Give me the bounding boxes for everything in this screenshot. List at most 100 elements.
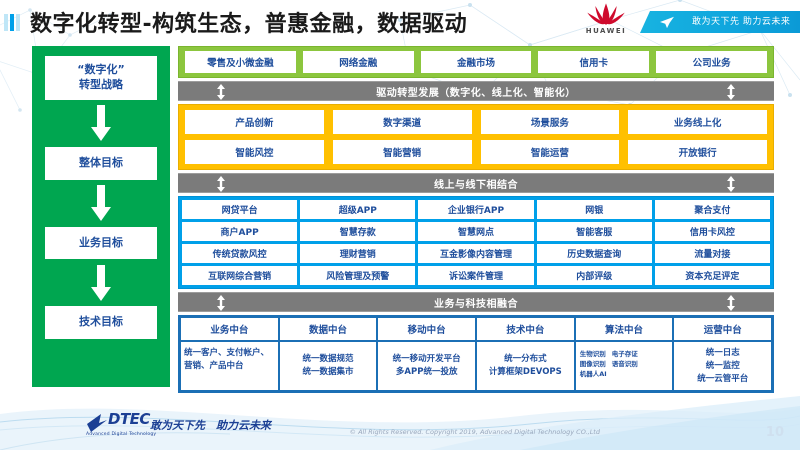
application-cell[interactable]: 企业银行APP	[418, 200, 534, 219]
application-cell[interactable]: 智能客服	[536, 222, 652, 241]
up-down-arrow-icon	[727, 176, 735, 192]
platform-title: 业务中台	[181, 318, 278, 342]
application-cell[interactable]: 历史数据查询	[536, 244, 652, 263]
dtec-subtitle: Advanced Digital Technology	[86, 432, 157, 437]
application-cell[interactable]: 网银	[536, 200, 652, 219]
platform-body-line: 统一分布式	[504, 354, 547, 365]
platform-title: 移动中台	[378, 318, 476, 342]
application-cell[interactable]: 智慧存款	[300, 222, 416, 241]
up-down-arrow-icon	[727, 295, 735, 311]
up-down-arrow-icon	[727, 84, 735, 100]
application-cell[interactable]: 网贷平台	[182, 200, 298, 219]
platform-column-business[interactable]: 业务中台 统一客户、支付帐户、营销、产品中台	[181, 318, 280, 391]
platform-body-line: 统一移动开发平台	[392, 354, 461, 365]
platform-title: 技术中台	[477, 318, 574, 342]
huawei-logo: HUAWEI	[578, 2, 634, 42]
capabilities-row-2: 智能风控 智能营销 智能运营 开放银行	[185, 140, 767, 164]
copyright-text: © All Rights Reserved. Copyright 2019, A…	[349, 428, 600, 436]
application-cell[interactable]: 信用卡风控	[654, 222, 771, 241]
application-cell[interactable]: 超级APP	[300, 200, 416, 219]
platform-column-algorithm[interactable]: 算法中台 生物识别 电子存证 图像识别 语音识别 机器人AI	[575, 318, 675, 391]
up-down-arrow-icon	[217, 176, 225, 192]
strategy-step-digital-line1: “数字化”	[77, 63, 125, 76]
application-cell[interactable]: 诉讼案件管理	[418, 266, 534, 285]
application-cell[interactable]: 资本充足评定	[654, 266, 771, 285]
up-down-arrow-icon	[217, 295, 225, 311]
strategy-step-business: 业务目标	[45, 226, 157, 260]
platform-body-line: 生物识别 电子存证	[580, 349, 670, 359]
strategy-step-digital-line2: 转型战略	[79, 77, 123, 91]
dtec-logo-icon	[87, 414, 107, 432]
platform-body-line: 统一云管平台	[697, 373, 749, 384]
connector-band-label: 业务与科技相融合	[434, 298, 518, 310]
capability-cell[interactable]: 智能运营	[480, 140, 620, 164]
flow-arrow-1-icon	[45, 100, 157, 147]
platform-body-line: 统一日志	[705, 348, 740, 358]
platform-body: 统一客户、支付帐户、营销、产品中台	[184, 348, 270, 371]
platform-tag: 机器人AI	[579, 370, 607, 379]
platform-body: 统一移动开发平台 多APP统一投放	[378, 342, 475, 390]
application-cell[interactable]: 理财营销	[300, 244, 416, 263]
capability-cell[interactable]: 智能营销	[332, 140, 472, 164]
up-down-arrow-icon	[217, 84, 225, 100]
platform-column-operations[interactable]: 运营中台 统一日志 统一监控 统一云管平台	[674, 318, 772, 390]
platform-title: 数据中台	[279, 318, 377, 342]
platform-title: 运营中台	[674, 318, 772, 342]
platform-column-mobile[interactable]: 移动中台 统一移动开发平台 多APP统一投放	[378, 318, 478, 391]
flow-arrow-3-icon	[45, 259, 157, 306]
business-lines-row: 零售及小微金融 网络金融 金融市场 信用卡 公司业务	[178, 46, 774, 78]
platform-tag: 语音识别	[611, 360, 638, 369]
platform-body-line: 计算框架DEVOPS	[488, 367, 562, 378]
applications-row: 互联网综合营销 风险管理及预警 诉讼案件管理 内部评级 资本充足评定	[182, 266, 771, 285]
huawei-wordmark: HUAWEI	[585, 27, 627, 35]
connector-band-label: 驱动转型发展（数字化、线上化、智能化）	[376, 87, 576, 99]
platform-body: 统一数据规范 统一数据集市	[280, 342, 377, 390]
application-cell[interactable]: 互金影像内容管理	[418, 244, 534, 263]
capability-cell[interactable]: 开放银行	[628, 140, 767, 164]
platform-tag: 电子存证	[611, 350, 638, 358]
connector-band-business-tech-fusion: 业务与科技相融合	[178, 292, 774, 312]
business-line-cell[interactable]: 金融市场	[420, 51, 532, 73]
application-cell[interactable]: 商户APP	[182, 222, 298, 241]
architecture-stack: 零售及小微金融 网络金融 金融市场 信用卡 公司业务 驱动转型发展（数字化、线上…	[178, 46, 774, 394]
business-line-cell[interactable]: 网络金融	[302, 51, 414, 73]
platform-body-line: 机器人AI	[580, 369, 670, 379]
strategy-step-digital: “数字化” 转型战略	[45, 56, 157, 100]
huawei-flower-icon	[587, 3, 625, 25]
strategy-flow-panel: “数字化” 转型战略 整体目标 业务目标 技术目标	[32, 46, 170, 387]
slide-header: 数字化转型-构筑生态，普惠金融，数据驱动 HUAWEI 敢为天下先 助力云未来	[0, 0, 800, 42]
business-line-cell[interactable]: 零售及小微金融	[185, 51, 296, 73]
footer-slogan: 敢为天下先 助力云未来	[150, 419, 271, 432]
business-line-cell[interactable]: 公司业务	[656, 51, 767, 73]
dtec-wordmark: DTEC	[108, 410, 150, 428]
capability-cell[interactable]: 场景服务	[480, 110, 620, 134]
business-line-cell[interactable]: 信用卡	[538, 51, 650, 73]
application-cell[interactable]: 聚合支付	[654, 200, 771, 219]
platform-body: 生物识别 电子存证 图像识别 语音识别 机器人AI	[576, 342, 673, 390]
capability-cell[interactable]: 数字渠道	[332, 110, 472, 134]
connector-band-online-offline: 线上与线下相结合	[178, 173, 774, 193]
application-cell[interactable]: 互联网综合营销	[182, 266, 298, 285]
application-cell[interactable]: 传统贷款风控	[182, 244, 298, 263]
platform-tag: 图像识别	[579, 360, 606, 369]
platform-column-technology[interactable]: 技术中台 统一分布式 计算框架DEVOPS	[477, 318, 576, 391]
platform-body: 统一日志 统一监控 统一云管平台	[674, 342, 771, 390]
application-cell[interactable]: 流量对接	[654, 244, 771, 263]
applications-grid: 网贷平台 超级APP 企业银行APP 网银 聚合支付 商户APP 智慧存款 智慧…	[178, 196, 774, 289]
platform-column-data[interactable]: 数据中台 统一数据规范 统一数据集市	[279, 318, 379, 391]
page-number: 10	[765, 425, 784, 440]
application-cell[interactable]: 内部评级	[536, 266, 652, 285]
capability-cell[interactable]: 智能风控	[185, 140, 324, 164]
capability-cell[interactable]: 业务线上化	[628, 110, 767, 134]
applications-row: 网贷平台 超级APP 企业银行APP 网银 聚合支付	[182, 200, 771, 219]
paper-plane-icon	[660, 16, 674, 29]
capability-cell[interactable]: 产品创新	[185, 110, 324, 134]
platform-body-line: 统一数据集市	[302, 367, 354, 378]
page-title: 数字化转型-构筑生态，普惠金融，数据驱动	[30, 12, 468, 37]
application-cell[interactable]: 风险管理及预警	[300, 266, 416, 285]
capabilities-row-1: 产品创新 数字渠道 场景服务 业务线上化	[185, 110, 767, 134]
platform-body: 统一分布式 计算框架DEVOPS	[477, 342, 574, 390]
strategy-step-technology: 技术目标	[45, 306, 157, 340]
application-cell[interactable]: 智慧网点	[418, 222, 534, 241]
